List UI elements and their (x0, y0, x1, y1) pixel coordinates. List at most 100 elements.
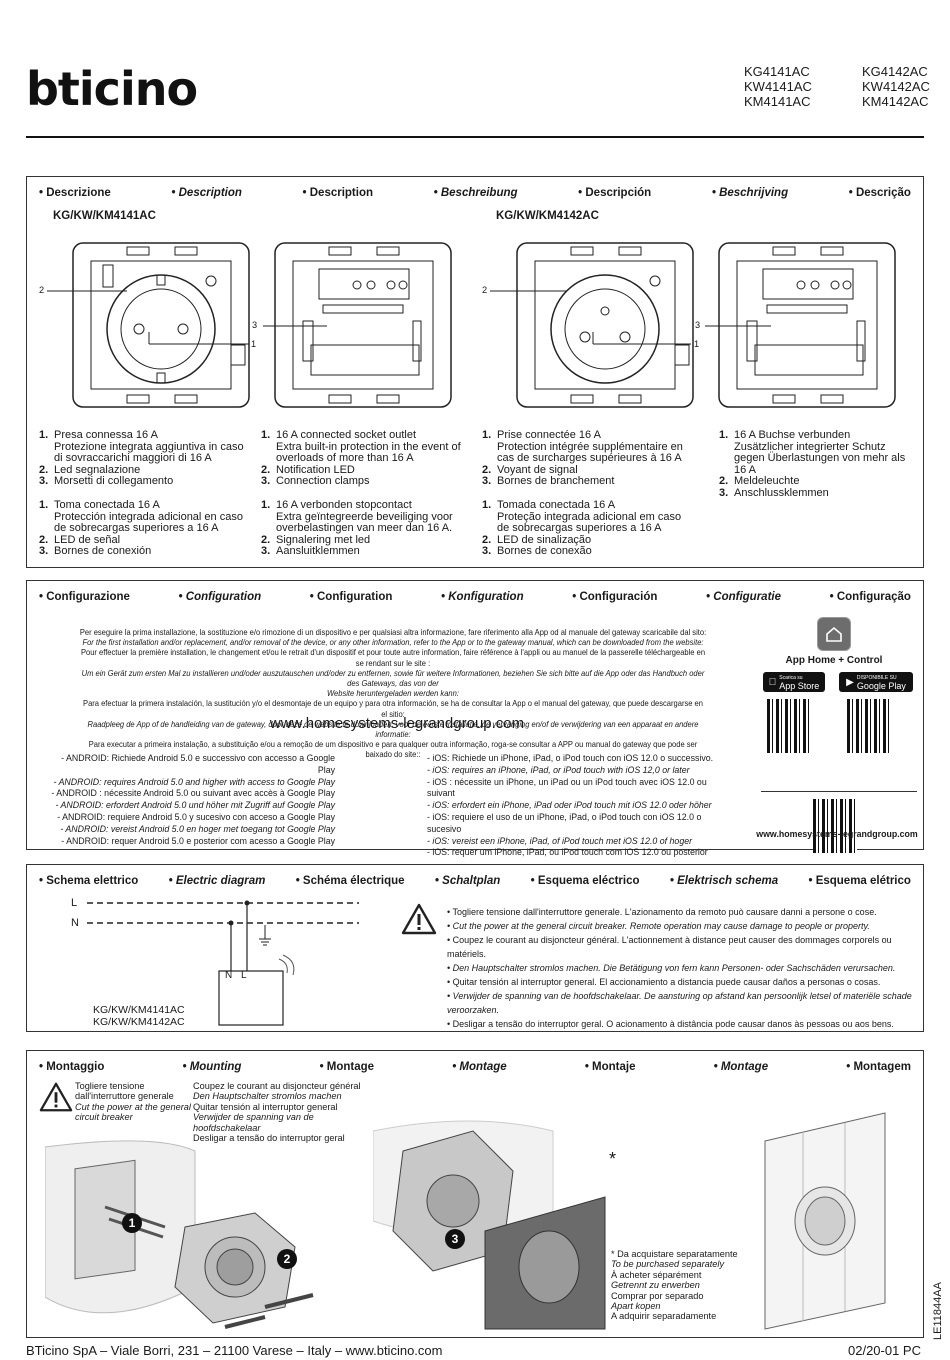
list-item-text: LED de sinalização (497, 533, 592, 546)
mounting-step-3-illustration (373, 1120, 606, 1330)
android-requirement: - ANDROID: Richiede Android 5.0 e succes… (61, 753, 335, 775)
play-icon: ▶ (846, 676, 854, 688)
lang-header: • Configuration (309, 591, 393, 603)
list-item-number: 3. (482, 475, 492, 487)
configuration-url[interactable]: www.homesystems-legrandgroup.com (269, 715, 525, 732)
finished-socket-illustration (764, 1112, 886, 1330)
warning-icon (401, 903, 437, 935)
lang-header: • Montage (452, 1061, 507, 1073)
list-item-number: 3. (719, 486, 729, 499)
diagram-lang-headers: • Schema elettrico • Electric diagram • Sc… (39, 875, 911, 887)
list-item: 3.Bornes de conexão (482, 545, 694, 558)
product-code: KG4142AC (862, 64, 928, 79)
list-item-number: 1. (39, 499, 49, 511)
configuration-line: Website heruntergeladen werden kann: (327, 688, 459, 699)
product-a-title: KG/KW/KM4141AC (53, 210, 156, 222)
footer-date: 02/20-01 PC (848, 1343, 921, 1358)
list-item-text: Morsetti di collegamento (54, 475, 174, 487)
step-2-badge: 2 (277, 1249, 297, 1269)
wiring-diagram (87, 900, 359, 1026)
product-code: KG4141AC (744, 64, 810, 79)
gplay-small: DISPONIBILE SU (856, 675, 897, 681)
mount-warning-line: Den Hauptschalter stromlos machen (193, 1091, 342, 1102)
app-store-badge[interactable]:  Scarica su App Store (763, 672, 825, 692)
desc-list-es: 1.Toma conectada 16 A Protección integra… (39, 499, 251, 558)
app-name: App Home + Control (785, 655, 883, 666)
desc-list-de: 1.16 A Buchse verbunden Zusätzlicher int… (719, 429, 915, 499)
configuration-section: • Configurazione• Configuration• Configu… (26, 580, 924, 857)
list-item: 3. Bornes de branchement (482, 475, 694, 488)
lang-header: • Schema elettrico (39, 875, 139, 887)
mount-warning-line: Coupez le courant au disjoncteur général (193, 1081, 361, 1091)
mount-warning-line: circuit breaker (75, 1112, 133, 1123)
list-item-text: Presa connessa 16 A Protezione integrata… (54, 429, 244, 464)
desc-list-it: 1.Presa connessa 16 A Protezione integra… (39, 429, 251, 488)
app-icon[interactable] (817, 617, 851, 651)
lang-header: • Electric diagram (168, 875, 266, 887)
lang-header: • Configuração (829, 591, 911, 603)
list-item-number: 2. (39, 533, 49, 546)
list-item-number: 2. (261, 533, 271, 546)
list-item-number: 1. (719, 429, 729, 441)
ios-requirement: - iOS: requiere el uso de un iPhone, iPa… (427, 811, 702, 834)
warning-line: • Togliere tensione dall'interruttore ge… (447, 907, 877, 917)
ios-requirement: - iOS : nécessite un iPhone, un iPad ou … (427, 776, 707, 799)
lang-header: • Mounting (182, 1061, 242, 1073)
lang-header: • Montagem (846, 1061, 911, 1073)
mount-warning-line: Verwijder de spanning van de (193, 1112, 314, 1123)
list-item: 1.Prise connectée 16 A Protection intégr… (482, 429, 694, 465)
website-url-small[interactable]: www.homesystems-legrandgroup.com (756, 829, 918, 839)
list-item: 1.16 A Buchse verbunden Zusätzlicher int… (719, 429, 915, 476)
lang-header: • Configuratie (706, 591, 781, 603)
list-item-number: 3. (482, 545, 492, 557)
separate-purchase-line: * Da acquistare separatamente (611, 1249, 738, 1259)
lang-header: • Montage (713, 1061, 769, 1073)
qr-divider (761, 791, 917, 792)
list-item-text: Bornes de branchement (497, 475, 615, 487)
list-item-text: Voyant de signal (497, 463, 578, 476)
list-item: 2.Meldeleuchte (719, 475, 915, 488)
list-item-number: 1. (261, 499, 271, 511)
ios-requirement: - iOS: requer um iPhone, iPad, ou iPod t… (427, 847, 708, 858)
list-item-number: 3. (39, 545, 49, 557)
diagram-models: KG/KW/KM4141AC KG/KW/KM4142AC (93, 1004, 185, 1028)
configuration-line: Um ein Gerät zum ersten Mal zu installie… (81, 667, 705, 689)
google-play-badge[interactable]: ▶ DISPONIBILE SU Google Play (839, 672, 913, 692)
desc-list-fr: 1.Prise connectée 16 A Protection intégr… (482, 429, 694, 488)
qr-googleplay (847, 699, 891, 753)
ios-requirement: - iOS: requires an iPhone, iPad, or iPod… (427, 764, 690, 775)
lang-header: • Descripción (578, 187, 652, 199)
warning-line: • Coupez le courant au disjoncteur génér… (447, 935, 892, 959)
home-icon (826, 626, 842, 642)
list-item-number: 1. (482, 429, 492, 441)
gplay-label: Google Play (856, 681, 906, 691)
separate-purchase-line: To be purchased separately (611, 1259, 725, 1270)
lang-header: • Esquema elétrico (808, 875, 911, 887)
list-item-text: 16 A verbonden stopcontact Extra geïnteg… (276, 499, 453, 534)
description-lang-headers: • Descrizione• Description• Description•… (39, 187, 911, 199)
mount-warning-line: Cut the power at the general (75, 1101, 191, 1112)
list-item: 3.Bornes de conexión (39, 545, 251, 558)
list-item-number: 2. (261, 463, 271, 476)
list-item-text: 16 A connected socket outlet Extra built… (276, 429, 461, 464)
separate-purchase-line: Getrennt zu erwerben (611, 1280, 700, 1291)
step-3-badge: 3 (445, 1229, 465, 1249)
brand-logo: bticino (26, 62, 198, 116)
configuration-line: Pour effectuer la première installation,… (80, 647, 706, 668)
desc-list-nl: 1. 16 A verbonden stopcontact Extra geïnt… (261, 499, 473, 558)
list-item-number: 3. (39, 475, 49, 487)
mount-warning-icon (39, 1082, 73, 1112)
lang-header: • Schéma électrique (295, 875, 405, 887)
list-item: 1. 16 A verbonden stopcontact Extra geïnt… (261, 499, 473, 535)
configuration-lang-headers: • Configurazione• Configuration• Configu… (39, 591, 911, 603)
list-item-number: 2. (482, 533, 492, 546)
list-item: 2.Led segnalazione (39, 464, 251, 477)
mount-warning-line: dall'interruttore generale (75, 1091, 174, 1102)
box-n: N (225, 970, 233, 981)
footer-address: BTicino SpA – Viale Borri, 231 – 21100 V… (26, 1343, 443, 1358)
desc-list-en: 1.16 A connected socket outlet Extra bui… (261, 429, 473, 488)
warning-line: • Desligar a tensão do interruptor geral… (447, 1019, 894, 1029)
diagram-warnings: • Togliere tensione dall'interruttore ge… (447, 905, 917, 1031)
callout-1-b: 1 (694, 339, 700, 349)
